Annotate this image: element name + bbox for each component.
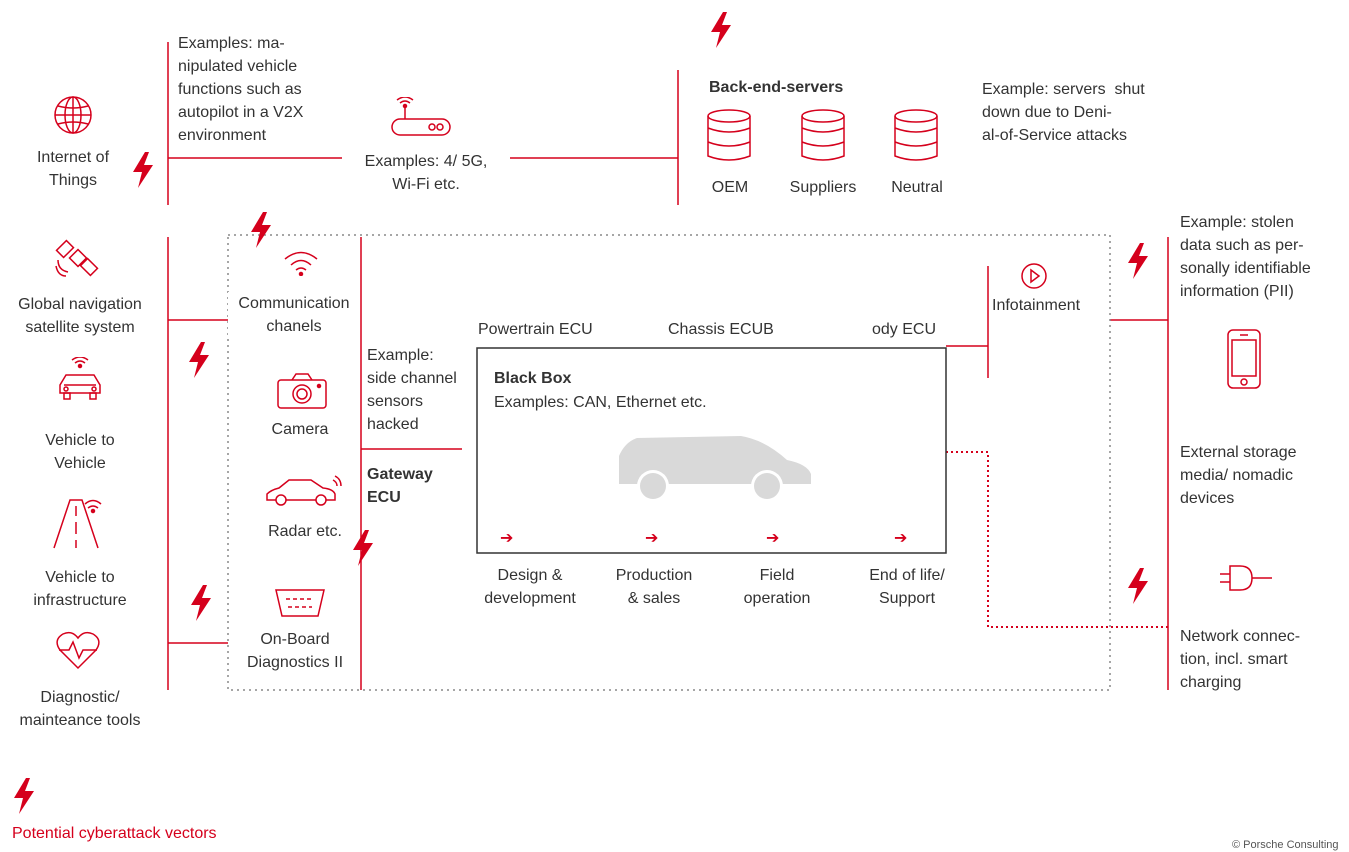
ecu-body: ody ECU — [872, 321, 937, 338]
copyright: © Porsche Consulting — [1232, 839, 1339, 851]
lifecycle-arrow-3: ➔ — [766, 530, 780, 547]
obd-port-icon — [275, 589, 325, 617]
lifecycle-end: End of life/ Support — [869, 567, 945, 607]
lifecycle-arrow-1: ➔ — [500, 530, 514, 547]
lifecycle-production: Production & sales — [615, 567, 693, 607]
network-connection-label: Network connec- tion, incl. smart chargi… — [1180, 628, 1301, 691]
source-internet-of-things: Internet of Things — [36, 149, 110, 189]
lifecycle-field: Field operation — [743, 567, 811, 607]
bolt-icon-gateway — [353, 530, 373, 566]
backend-servers-title: Back-end-servers — [709, 79, 844, 96]
server-neutral: Neutral — [891, 179, 943, 196]
database-oem-icon — [707, 109, 751, 161]
side-channel-example: Example: side channel sensors hacked — [367, 347, 457, 433]
play-icon — [1021, 263, 1047, 289]
database-neutral-icon — [894, 109, 938, 161]
bolt-icon-top — [711, 12, 731, 48]
bolt-icon-v2v — [189, 342, 209, 378]
satellite-icon — [55, 239, 99, 277]
bolt-icon-iot — [133, 152, 153, 188]
source-gnss: Global navigation satellite system — [18, 296, 142, 336]
database-suppliers-icon — [801, 109, 845, 161]
wifi-icon — [284, 251, 318, 276]
external-storage-label: External storage media/ nomadic devices — [1180, 444, 1297, 507]
lifecycle-arrow-2: ➔ — [645, 530, 659, 547]
ecu-chassis: Chassis ECUB — [668, 321, 774, 338]
interface-camera: Camera — [271, 421, 329, 438]
router-icon — [391, 97, 451, 136]
interface-radar: Radar etc. — [268, 523, 342, 540]
road-icon — [53, 499, 102, 549]
bolt-icon-diag — [191, 585, 211, 621]
car-silhouette-icon — [619, 436, 811, 502]
connectivity-example: Examples: 4/ 5G, Wi-Fi etc. — [342, 150, 510, 196]
legend-label: Potential cyberattack vectors — [12, 825, 217, 842]
connected-car-icon — [59, 357, 101, 400]
server-suppliers: Suppliers — [789, 179, 857, 196]
interface-communication: Communication chanels — [228, 292, 360, 338]
legend-bolt-icon — [14, 778, 34, 814]
plug-icon — [1220, 565, 1272, 591]
pii-example: Example: stolen data such as per- sonall… — [1180, 214, 1311, 300]
lifecycle-arrow-4: ➔ — [894, 530, 908, 547]
infotainment-label: Infotainment — [992, 294, 1081, 317]
camera-icon — [277, 373, 327, 409]
v2x-example: Examples: ma- nipulated vehicle function… — [178, 35, 304, 144]
heart-pulse-icon — [56, 631, 100, 670]
interface-obd: On-Board Diagnostics II — [246, 631, 344, 671]
bolt-icon-pii — [1128, 243, 1148, 279]
radar-car-icon — [266, 475, 342, 506]
blackbox-title: Black Box — [494, 370, 572, 387]
server-oem: OEM — [711, 179, 749, 196]
bolt-icon-comm — [251, 212, 271, 248]
source-v2v: Vehicle to Vehicle — [45, 432, 115, 472]
source-v2i: Vehicle to infrastructure — [33, 569, 127, 609]
source-diagnostic-tools: Diagnostic/ mainteance tools — [19, 689, 141, 729]
gateway-ecu: Gateway ECU — [367, 466, 433, 506]
globe-icon — [54, 96, 92, 134]
blackbox-subtitle: Examples: CAN, Ethernet etc. — [494, 394, 707, 411]
smartphone-icon — [1227, 329, 1261, 389]
lifecycle-design: Design & development — [484, 567, 576, 607]
dos-example: Example: servers shut down due to Deni- … — [982, 81, 1145, 144]
bolt-icon-network — [1128, 568, 1148, 604]
ecu-powertrain: Powertrain ECU — [478, 321, 593, 338]
